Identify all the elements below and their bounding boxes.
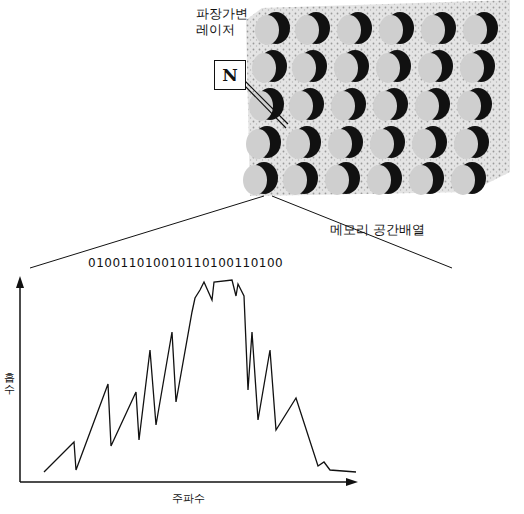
memory-cell-face bbox=[409, 165, 433, 195]
axis-arrow bbox=[16, 276, 24, 288]
memory-cell-face bbox=[451, 165, 475, 195]
x-axis bbox=[20, 481, 352, 483]
memory-cell-face bbox=[367, 165, 391, 195]
memory-cell-face bbox=[370, 129, 394, 159]
memory-cell-face bbox=[255, 15, 279, 45]
memory-cell-face bbox=[252, 53, 276, 83]
memory-cell-face bbox=[289, 91, 313, 121]
memory-cell-face bbox=[337, 15, 361, 45]
memory-cell-face bbox=[373, 91, 397, 121]
memory-cell-face bbox=[460, 53, 484, 83]
zoom-line bbox=[272, 196, 452, 268]
bit-string: 010011010010110100110100 bbox=[88, 256, 283, 270]
absorption-spectrum bbox=[44, 280, 356, 472]
memory-cell-face bbox=[457, 91, 481, 121]
memory-cell-face bbox=[283, 165, 307, 195]
memory-cell-face bbox=[421, 15, 445, 45]
memory-cell-face bbox=[331, 91, 355, 121]
memory-cell-face bbox=[325, 165, 349, 195]
memory-cell-face bbox=[418, 53, 442, 83]
memory-cell-face bbox=[334, 53, 358, 83]
laser-box: N bbox=[214, 60, 246, 90]
memory-cell-face bbox=[295, 15, 319, 45]
laser-beam bbox=[244, 85, 286, 128]
memory-cell-face bbox=[415, 91, 439, 121]
axis-arrow bbox=[346, 478, 358, 486]
memory-cell-face bbox=[454, 129, 478, 159]
memory-cell-face bbox=[286, 129, 310, 159]
laser-beam bbox=[244, 80, 288, 124]
node-text: N bbox=[222, 65, 238, 85]
memory-cell-face bbox=[379, 15, 403, 45]
array-label: 메모리 공간배열 bbox=[330, 222, 425, 238]
y-axis bbox=[19, 282, 21, 482]
memory-ground bbox=[246, 0, 510, 196]
memory-cell-face bbox=[246, 129, 270, 159]
memory-cell-face bbox=[292, 53, 316, 83]
axis-label: 주파수 bbox=[172, 492, 205, 505]
memory-cell-face bbox=[328, 129, 352, 159]
memory-cell-face bbox=[376, 53, 400, 83]
memory-cells bbox=[243, 12, 498, 195]
memory-cell-face bbox=[463, 15, 487, 45]
memory-cell-face bbox=[412, 129, 436, 159]
laser-label: 파장가변 레이저 bbox=[196, 6, 258, 37]
memory-cell-face bbox=[243, 165, 267, 195]
axis-label: 흡수 bbox=[4, 372, 15, 396]
